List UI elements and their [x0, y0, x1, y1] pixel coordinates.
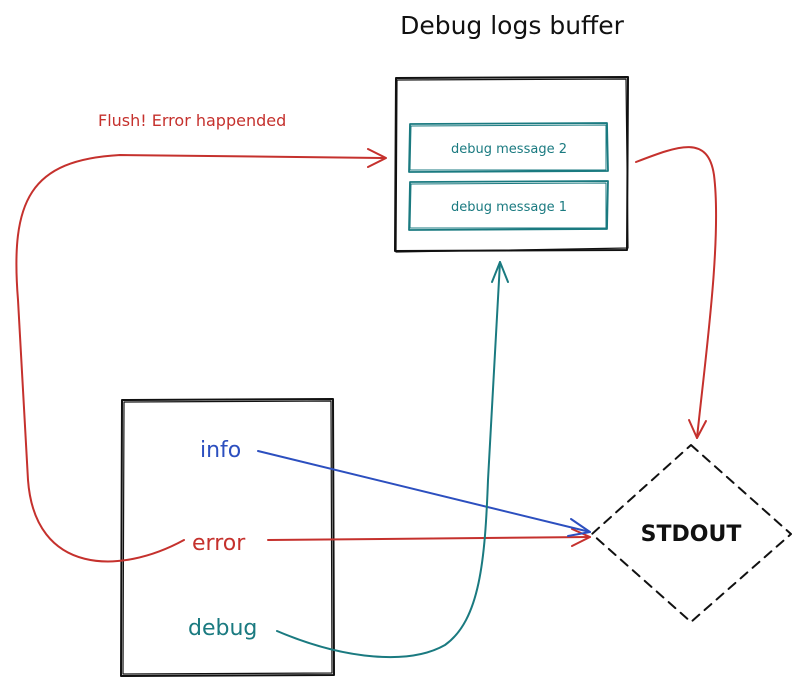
buffer-to-stdout-arrow: [635, 146, 718, 439]
logger-levels-box: [120, 398, 335, 677]
flush-label: Flush! Error happended: [98, 111, 286, 130]
debug-message-box-2: [408, 122, 609, 173]
flush-arrow: [15, 148, 387, 563]
debug-to-buffer-arrow: [276, 261, 509, 659]
level-error-label: error: [192, 531, 246, 556]
stdout-label: STDOUT: [641, 522, 742, 547]
level-debug-label: debug: [188, 616, 257, 641]
info-to-stdout-arrow: [257, 450, 591, 537]
debug-message-2-label: debug message 2: [451, 142, 567, 157]
debug-buffer-box: [394, 76, 629, 253]
stdout-diamond: [591, 444, 792, 623]
error-to-stdout-arrow: [267, 528, 591, 547]
diagram-title: Debug logs buffer: [400, 11, 625, 40]
level-info-label: info: [200, 438, 241, 463]
debug-message-box-1: [408, 180, 609, 231]
debug-message-1-label: debug message 1: [451, 200, 567, 215]
